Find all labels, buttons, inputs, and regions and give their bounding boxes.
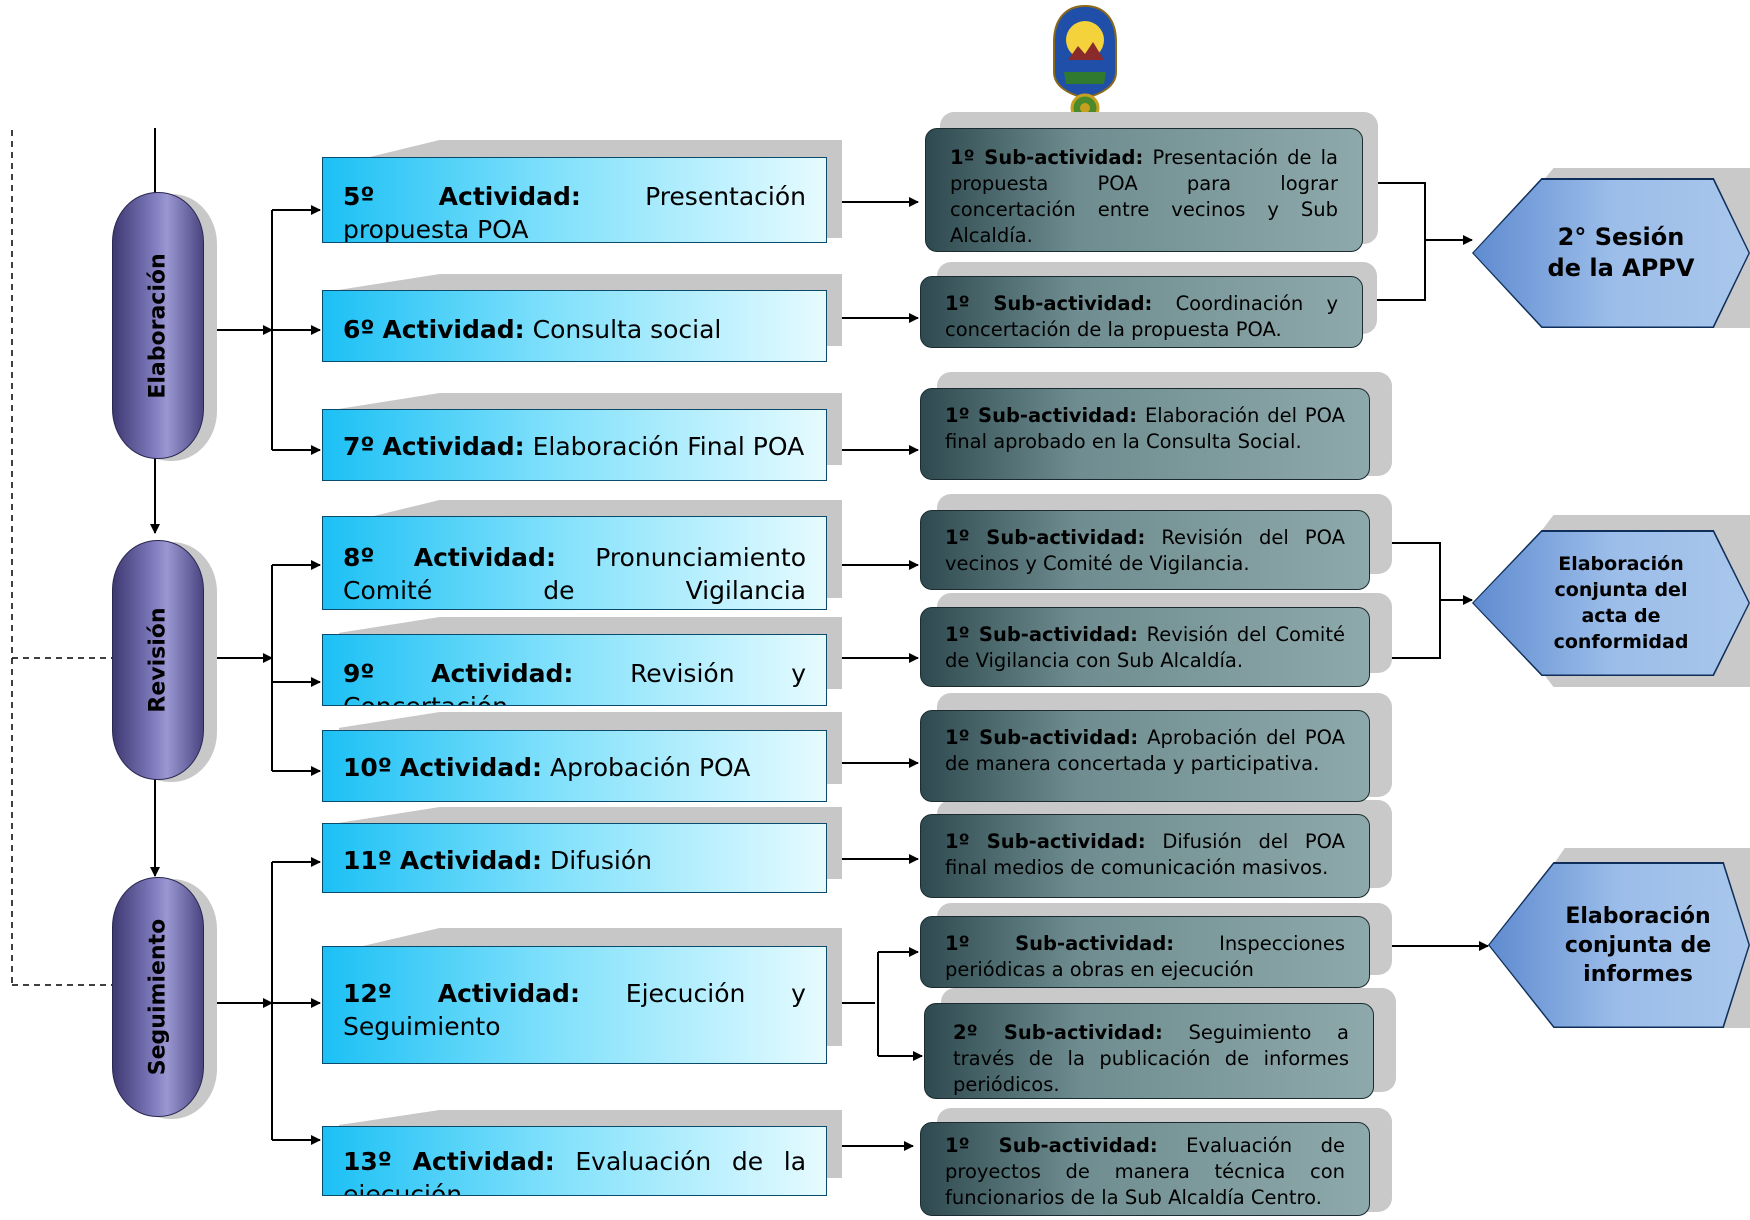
subactivity-6-1: 1º Sub-actividad: Coordinación y concert… xyxy=(920,276,1363,348)
activity-5-word: Actividad: xyxy=(438,182,581,211)
activity-7-text: Elaboración Final POA xyxy=(532,432,805,461)
subactivity-5-1-text: Presentación de la propuesta POA para lo… xyxy=(950,146,1339,247)
subactivity-12-1-text: Inspecciones periódicas a obras en ejecu… xyxy=(945,932,1346,981)
activity-6: 6º Actividad: Consulta social xyxy=(322,290,827,362)
subactivity-7-1-label: 1º Sub-actividad: xyxy=(945,404,1138,427)
phase-seguimiento: Seguimiento xyxy=(112,877,204,1117)
result-informes-fill: Elaboración conjunta de informes xyxy=(1489,863,1749,1027)
activity-7-num: 7º xyxy=(343,432,375,461)
activity-12: 12º Actividad: Ejecución y Seguimiento xyxy=(322,946,827,1064)
subactivity-9-1-label: 1º Sub-actividad: xyxy=(945,623,1138,646)
result-acta-conformidad-fill: Elaboración conjunta del acta de conform… xyxy=(1473,531,1749,675)
activity-8-word: Actividad: xyxy=(413,543,556,572)
activity-10-num: 10º xyxy=(343,753,392,782)
subactivity-8-1: 1º Sub-actividad: Revisión del POA vecin… xyxy=(920,510,1370,590)
activity-9-word: Actividad: xyxy=(431,659,574,688)
subactivity-6-1-label: 1º Sub-actividad: xyxy=(945,292,1153,315)
activity-8-text: Pronunciamiento Comité de Vigilancia xyxy=(343,543,807,605)
activity-11-word: Actividad: xyxy=(399,846,543,875)
activity-5-text: Presentación propuesta POA xyxy=(343,182,807,243)
result-acta-conformidad: Elaboración conjunta del acta de conform… xyxy=(1472,530,1750,676)
activity-6-text: Consulta social xyxy=(532,315,722,344)
activity-7: 7º Actividad: Elaboración Final POA xyxy=(322,409,827,481)
activity-10: 10º Actividad: Aprobación POA xyxy=(322,730,827,802)
activity-13: 13º Actividad: Evaluación de la ejecució… xyxy=(322,1126,827,1196)
subactivity-7-1-text: Elaboración del POA final aprobado en la… xyxy=(945,404,1346,453)
result-sesion-appv: 2° Sesión de la APPV xyxy=(1472,178,1750,328)
subactivity-12-2: 2º Sub-actividad: Seguimiento a través d… xyxy=(924,1003,1374,1099)
phase-revision: Revisión xyxy=(112,540,204,780)
activity-10-text: Aprobación POA xyxy=(550,753,751,782)
phase-seguimiento-label: Seguimiento xyxy=(145,918,171,1076)
activity-5-num: 5º xyxy=(343,182,375,211)
result-sesion-appv-text: 2° Sesión de la APPV xyxy=(1547,223,1695,282)
activity-9: 9º Actividad: Revisión y Concertación xyxy=(322,634,827,706)
activity-9-num: 9º xyxy=(343,659,375,688)
subactivity-13-1-text: Evaluación de proyectos de manera técnic… xyxy=(945,1134,1346,1209)
subactivity-10-1-label: 1º Sub-actividad: xyxy=(945,726,1139,749)
subactivity-5-1-label: 1º Sub-actividad: xyxy=(950,146,1144,169)
subactivity-7-1: 1º Sub-actividad: Elaboración del POA fi… xyxy=(920,388,1370,480)
phase-revision-label: Revisión xyxy=(145,607,171,713)
activity-11: 11º Actividad: Difusión xyxy=(322,823,827,893)
subactivity-13-1-label: 1º Sub-actividad: xyxy=(945,1134,1158,1157)
result-sesion-appv-fill: 2° Sesión de la APPV xyxy=(1473,179,1749,327)
phase-elaboracion-label: Elaboración xyxy=(145,252,171,399)
result-informes-text: Elaboración conjunta de informes xyxy=(1564,903,1712,987)
subactivity-13-1: 1º Sub-actividad: Evaluación de proyecto… xyxy=(920,1122,1370,1216)
activity-13-text: Evaluación de la ejecución xyxy=(343,1147,807,1196)
activity-11-text: Difusión xyxy=(550,846,652,875)
subactivity-10-1-text: Aprobación del POA de manera concertada … xyxy=(945,726,1345,775)
subactivity-11-1-text: Difusión del POA final medios de comunic… xyxy=(945,830,1345,879)
subactivity-10-1: 1º Sub-actividad: Aprobación del POA de … xyxy=(920,710,1370,802)
subactivity-12-1-label: 1º Sub-actividad: xyxy=(945,932,1175,955)
subactivity-12-1: 1º Sub-actividad: Inspecciones periódica… xyxy=(920,916,1370,988)
activity-12-text: Ejecución y Seguimiento xyxy=(343,979,806,1041)
phase-elaboracion: Elaboración xyxy=(112,192,204,459)
subactivity-6-1-text: Coordinación y concertación de la propue… xyxy=(945,292,1338,341)
activity-9-text: Revisión y Concertación xyxy=(343,659,806,705)
activity-7-word: Actividad: xyxy=(382,432,525,461)
result-acta-conformidad-text: Elaboración conjunta del acta de conform… xyxy=(1553,553,1689,653)
activity-8: 8º Actividad: Pronunciamiento Comité de … xyxy=(322,516,827,610)
activity-12-word: Actividad: xyxy=(437,979,580,1008)
subactivity-8-1-text: Revisión del POA vecinos y Comité de Vig… xyxy=(945,526,1345,575)
subactivity-12-2-label: 2º Sub-actividad: xyxy=(953,1021,1163,1044)
subactivity-8-1-label: 1º Sub-actividad: xyxy=(945,526,1146,549)
university-seal xyxy=(1050,2,1120,124)
activity-8-num: 8º xyxy=(343,543,375,572)
subactivity-9-1-text: Revisión del Comité de Vigilancia con Su… xyxy=(945,623,1345,672)
activity-5: 5º Actividad: Presentación propuesta POA xyxy=(322,157,827,243)
subactivity-11-1-label: 1º Sub-actividad: xyxy=(945,830,1146,853)
activity-13-num: 13º xyxy=(343,1147,392,1176)
activity-13-word: Actividad: xyxy=(412,1147,555,1176)
activity-11-num: 11º xyxy=(343,846,392,875)
activity-6-word: Actividad: xyxy=(382,315,525,344)
subactivity-11-1: 1º Sub-actividad: Difusión del POA final… xyxy=(920,814,1370,898)
subactivity-9-1: 1º Sub-actividad: Revisión del Comité de… xyxy=(920,607,1370,687)
subactivity-5-1: 1º Sub-actividad: Presentación de la pro… xyxy=(925,128,1363,252)
subactivity-12-2-text: Seguimiento a través de la publicación d… xyxy=(953,1021,1350,1096)
activity-10-word: Actividad: xyxy=(399,753,543,782)
activity-6-num: 6º xyxy=(343,315,375,344)
activity-12-num: 12º xyxy=(343,979,392,1008)
